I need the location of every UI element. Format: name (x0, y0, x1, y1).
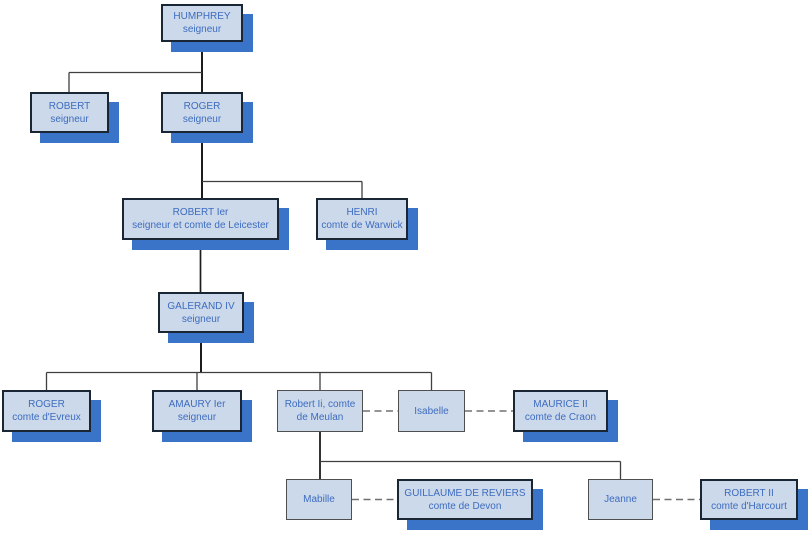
person-name: ROGER (28, 399, 65, 410)
person-title: comte de Warwick (321, 220, 403, 231)
person-title: seigneur (181, 313, 221, 325)
person-name: GALERAND IV (167, 300, 235, 312)
node-maurice-ii[interactable]: MAURICE II comte de Craon (513, 390, 608, 432)
node-robert[interactable]: ROBERT seigneur (30, 92, 109, 133)
node-humphrey[interactable]: HUMPHREY seigneur (161, 4, 243, 42)
person-title: seigneur (177, 412, 217, 423)
node-guillaume[interactable]: GUILLAUME DE REVIERS comte de Devon (397, 479, 533, 520)
person-name: Isabelle (414, 405, 449, 417)
person-title: comte d'Evreux (12, 412, 81, 423)
node-isabelle[interactable]: Isabelle (398, 390, 465, 432)
node-roger[interactable]: ROGER seigneur (161, 92, 243, 133)
person-title: comte de Craon (524, 412, 597, 423)
person-name: MAURICE II (533, 399, 588, 410)
person-title: seigneur (182, 113, 222, 125)
person-title: seigneur et comte de Leicester (132, 220, 269, 231)
node-henri[interactable]: HENRI comte de Warwick (316, 198, 408, 240)
node-robert-ier[interactable]: ROBERT Ier seigneur et comte de Leiceste… (122, 198, 279, 240)
person-name: Robert Ii, comte de Meulan (284, 399, 356, 423)
person-name: HENRI (346, 207, 378, 218)
person-name: ROBERT (48, 100, 91, 112)
person-name: AMAURY Ier (168, 399, 226, 410)
person-name: ROBERT Ier (172, 207, 229, 218)
node-amaury-ier[interactable]: AMAURY Ier seigneur (152, 390, 242, 432)
node-robert-meulan[interactable]: Robert Ii, comte de Meulan (277, 390, 363, 432)
node-roger-evreux[interactable]: ROGER comte d'Evreux (2, 390, 91, 432)
person-title: seigneur (50, 113, 89, 125)
person-name: HUMPHREY (173, 11, 231, 22)
person-title: comte de Devon (428, 500, 502, 512)
person-name: ROGER (183, 100, 221, 112)
person-title: seigneur (182, 24, 222, 35)
node-mabille[interactable]: Mabille (286, 479, 352, 520)
person-name: Jeanne (604, 494, 637, 505)
person-name: Mabille (303, 494, 335, 505)
person-name: GUILLAUME DE REVIERS (404, 487, 526, 499)
node-jeanne[interactable]: Jeanne (588, 479, 653, 520)
node-galerand-iv[interactable]: GALERAND IV seigneur (158, 292, 244, 333)
person-name: ROBERT II (724, 487, 774, 499)
node-robert-ii-harcourt[interactable]: ROBERT II comte d'Harcourt (700, 479, 798, 520)
person-title: comte d'Harcourt (711, 500, 787, 512)
